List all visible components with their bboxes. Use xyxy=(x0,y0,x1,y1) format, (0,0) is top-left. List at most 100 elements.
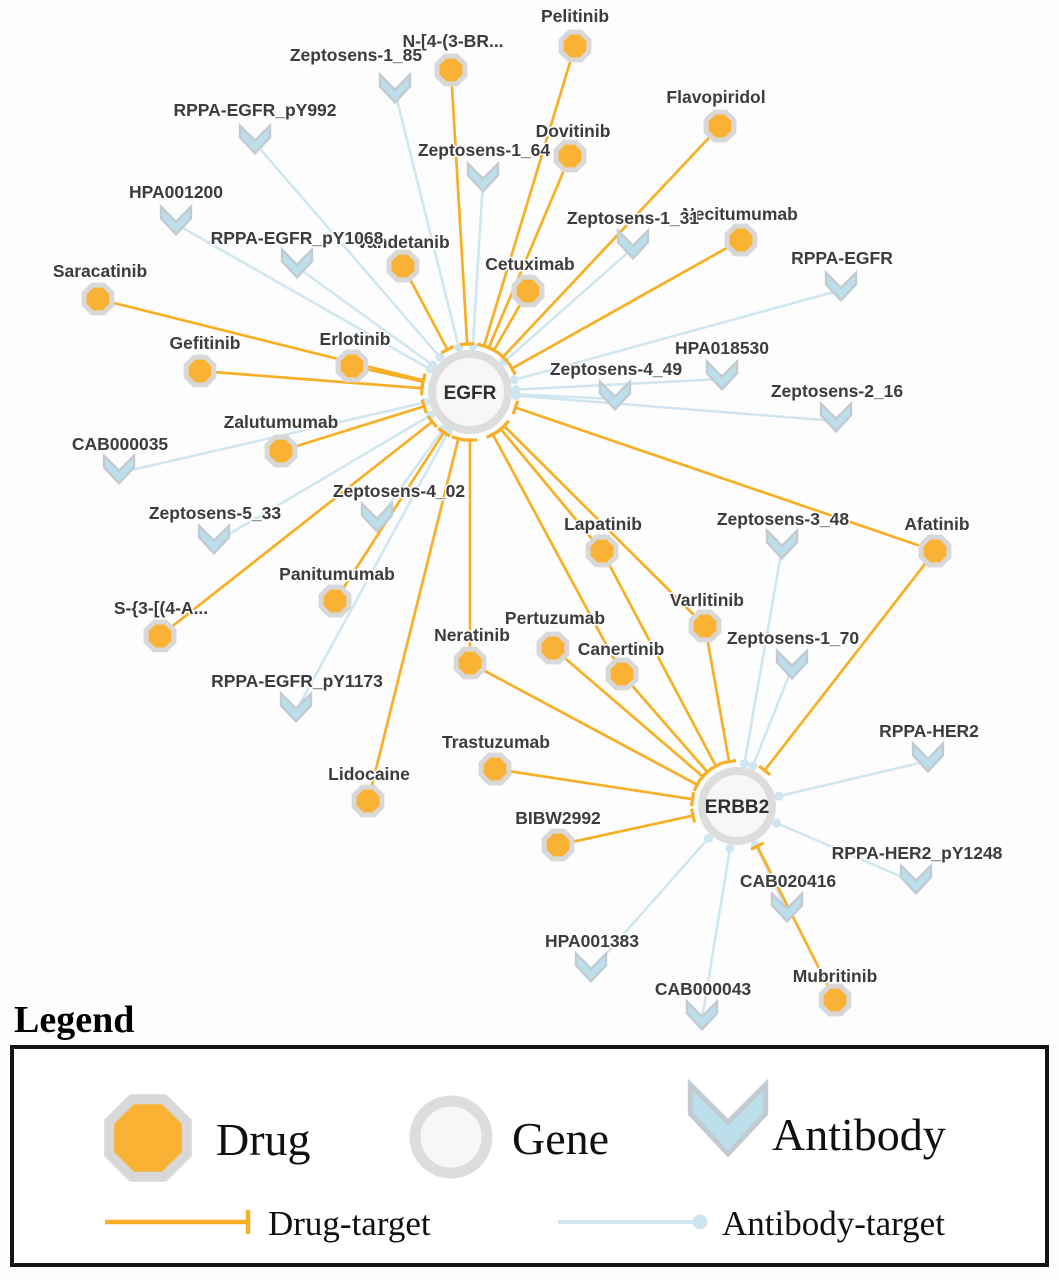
antibody-node-zeptosens-1-70[interactable] xyxy=(775,647,809,681)
legend-gene-label: Gene xyxy=(512,1113,609,1164)
drug-node-flavopiridol[interactable] xyxy=(703,109,737,143)
drug-node-afatinib[interactable] xyxy=(918,534,952,568)
drug-node-necitumumab[interactable] xyxy=(724,223,758,257)
antibody-label-rppa-egfr-py1068: RPPA-EGFR_pY1068 xyxy=(211,228,384,248)
drug-target-edge xyxy=(494,767,693,801)
antibody-node-cab000043[interactable] xyxy=(685,998,719,1032)
antibody-node-zeptosens-2-16[interactable] xyxy=(819,400,853,434)
drug-label-canertinib: Canertinib xyxy=(578,639,665,659)
drug-target-edge xyxy=(199,369,423,390)
legend-antibody-edge-dot xyxy=(692,1214,708,1230)
antibody-label-hpa001383: HPA001383 xyxy=(545,931,639,951)
drug-target-edge xyxy=(514,406,936,553)
drug-node-zalutumumab[interactable] xyxy=(264,434,298,468)
antibody-node-zeptosens-1-64[interactable] xyxy=(466,160,500,194)
drug-node-varlitinib[interactable] xyxy=(688,609,722,643)
antibody-node-cab020416[interactable] xyxy=(770,890,804,924)
drug-node-s-3-4-a[interactable] xyxy=(143,619,177,653)
drug-node-saracatinib[interactable] xyxy=(81,282,115,316)
antibody-target-edge xyxy=(590,837,710,972)
antibody-edge-dot xyxy=(428,360,438,370)
antibody-node-rppa-her2-py1248[interactable] xyxy=(899,862,933,896)
antibody-edge-dot xyxy=(739,759,749,769)
drug-node-gefitinib[interactable] xyxy=(183,354,217,388)
antibody-node-rppa-egfr[interactable] xyxy=(824,269,858,303)
antibody-label-rppa-her2-py1248: RPPA-HER2_pY1248 xyxy=(832,843,1003,863)
drug-label-n-4-3-br: N-[4-(3-BR... xyxy=(402,31,503,51)
antibody-node-zeptosens-1-85[interactable] xyxy=(378,71,412,105)
antibody-label-zeptosens-1-31: Zeptosens-1_31 xyxy=(567,208,700,228)
drug-node-pertuzumab[interactable] xyxy=(536,631,570,665)
antibody-target-edge xyxy=(296,265,434,367)
gene-label-egfr: EGFR xyxy=(444,383,497,404)
drug-node-trastuzumab[interactable] xyxy=(478,752,512,786)
antibody-node-rppa-egfr-py1068[interactable] xyxy=(280,246,314,280)
antibody-node-cab000035[interactable] xyxy=(102,452,136,486)
antibody-node-hpa001200[interactable] xyxy=(159,203,193,237)
drug-label-s-3-4-a: S-{3-[(4-A... xyxy=(114,598,208,618)
legend-drug-label: Drug xyxy=(216,1114,311,1165)
gene-node-erbb2[interactable] xyxy=(698,767,776,845)
drug-edge-tee xyxy=(487,345,501,356)
antibody-target-edge xyxy=(213,414,432,545)
drug-target-edge xyxy=(552,646,704,778)
drug-label-neratinib: Neratinib xyxy=(434,625,510,645)
antibody-edge-dot xyxy=(704,833,714,843)
drug-edge-tee xyxy=(420,374,427,389)
drug-edge-tee xyxy=(701,766,714,778)
drug-edge-tee xyxy=(511,400,520,415)
legend-gene-glyph xyxy=(409,1095,493,1179)
drug-node-neratinib[interactable] xyxy=(453,646,487,680)
drug-node-dovitinib[interactable] xyxy=(553,139,587,173)
drug-label-panitumumab: Panitumumab xyxy=(279,564,395,584)
antibody-node-rppa-egfr-py1173[interactable] xyxy=(279,690,313,724)
antibody-node-hpa018530[interactable] xyxy=(705,358,739,392)
antibody-label-zeptosens-3-48: Zeptosens-3_48 xyxy=(717,509,850,529)
antibody-node-rppa-her2[interactable] xyxy=(911,740,945,774)
drug-label-afatinib: Afatinib xyxy=(904,514,969,534)
antibody-node-hpa001383[interactable] xyxy=(574,950,608,984)
drug-node-canertinib[interactable] xyxy=(605,657,639,691)
drug-node-lidocaine[interactable] xyxy=(351,784,385,818)
drug-label-necitumumab: Necitumumab xyxy=(682,204,798,224)
drug-node-cetuximab[interactable] xyxy=(511,274,545,308)
drug-target-edge xyxy=(501,125,721,358)
drug-edge-tee xyxy=(451,435,466,442)
legend-drug-edge-label: Drug-target xyxy=(268,1204,431,1243)
antibody-node-zeptosens-3-48[interactable] xyxy=(765,527,799,561)
legend-glyphs xyxy=(104,1078,769,1234)
gene-node-egfr[interactable] xyxy=(428,350,512,434)
antibody-node-zeptosens-5-33[interactable] xyxy=(197,522,231,556)
drug-label-varlitinib: Varlitinib xyxy=(670,590,744,610)
drug-label-pertuzumab: Pertuzumab xyxy=(505,608,605,628)
antibody-label-cab000043: CAB000043 xyxy=(655,979,752,999)
antibody-node-zeptosens-4-49[interactable] xyxy=(598,378,632,412)
drug-node-mubritinib[interactable] xyxy=(818,983,852,1017)
drug-node-erlotinib[interactable] xyxy=(335,349,369,383)
antibody-label-rppa-her2: RPPA-HER2 xyxy=(879,721,979,741)
antibody-target-edge xyxy=(778,759,929,798)
antibody-edge-dot xyxy=(509,375,519,385)
antibody-label-zeptosens-4-02: Zeptosens-4_02 xyxy=(333,481,466,501)
drug-target-edge xyxy=(557,814,694,847)
antibody-target-edge xyxy=(700,848,732,1020)
antibody-label-zeptosens-5-33: Zeptosens-5_33 xyxy=(149,503,282,523)
drug-node-lapatinib[interactable] xyxy=(585,534,619,568)
legend-antibody-glyph xyxy=(687,1078,769,1158)
antibody-node-zeptosens-4-02[interactable] xyxy=(360,500,394,534)
drug-node-vandetanib[interactable] xyxy=(386,249,420,283)
drug-edge-tee xyxy=(689,792,696,807)
drug-node-bibw2992[interactable] xyxy=(541,828,575,862)
drug-target-edge xyxy=(97,297,424,382)
antibody-node-zeptosens-1-31[interactable] xyxy=(616,227,650,261)
drug-node-pelitinib[interactable] xyxy=(558,29,592,63)
antibody-target-edge xyxy=(515,394,837,423)
antibody-edge-dot xyxy=(725,843,735,853)
antibody-node-rppa-egfr-py992[interactable] xyxy=(238,122,272,156)
drug-label-erlotinib: Erlotinib xyxy=(320,329,391,349)
drug-node-n-4-3-br[interactable] xyxy=(434,53,468,87)
drug-target-edge xyxy=(366,438,460,802)
drug-node-panitumumab[interactable] xyxy=(318,584,352,618)
antibody-target-edge xyxy=(776,821,917,885)
